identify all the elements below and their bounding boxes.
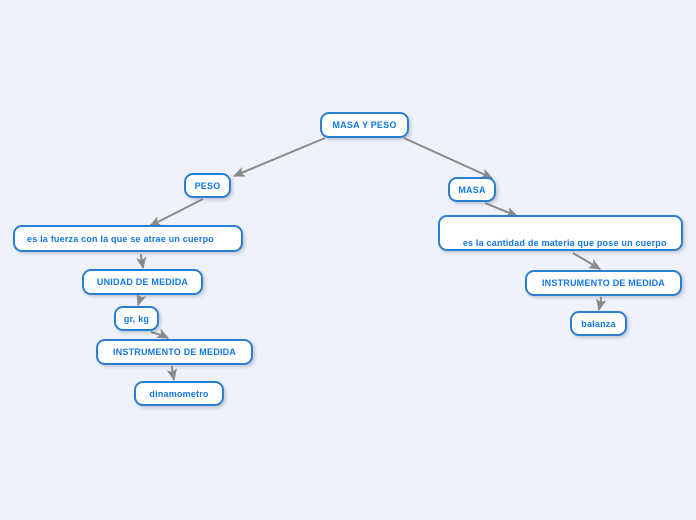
node-root-label: MASA Y PESO xyxy=(332,120,397,130)
node-masa-instrumento-label: INSTRUMENTO DE MEDIDA xyxy=(541,278,666,288)
node-peso-unidad-valor-label: gr, kg xyxy=(123,313,150,324)
node-peso[interactable]: PESO xyxy=(184,173,231,198)
node-masa-instrumento-valor-label: balanza xyxy=(581,318,616,329)
node-peso-instrumento-label: INSTRUMENTO DE MEDIDA xyxy=(112,347,237,357)
edge-root-to-masa xyxy=(403,137,494,179)
node-peso-instrumento-valor[interactable]: dinamometro xyxy=(134,381,224,406)
node-peso-unidad-de-medida[interactable]: UNIDAD DE MEDIDA xyxy=(82,269,203,295)
node-masa-definition-label: es la cantidad de materia que pose un cu… xyxy=(462,238,667,249)
node-peso-label: PESO xyxy=(194,180,221,191)
node-peso-instrumento-de-medida[interactable]: INSTRUMENTO DE MEDIDA xyxy=(96,339,253,365)
edge-root-to-peso xyxy=(232,137,326,177)
edge-definition-to-unidad xyxy=(136,253,147,270)
node-masa-label: MASA xyxy=(458,184,486,195)
edge-instrumento-to-dinamometro xyxy=(166,365,177,382)
edge-masa-instrumento-to-balanza xyxy=(596,296,607,312)
node-masa-definition[interactable]: es la cantidad de materia que pose un cu… xyxy=(438,215,683,251)
node-masa[interactable]: MASA xyxy=(448,177,496,202)
node-peso-instrumento-valor-label: dinamometro xyxy=(149,388,209,399)
node-peso-definition-label: es la fuerza con la que se atrae un cuer… xyxy=(27,233,214,244)
edge-peso-to-definition xyxy=(148,198,204,227)
edge-masa-definition-to-instrumento xyxy=(572,252,602,270)
node-root[interactable]: MASA Y PESO xyxy=(320,112,409,138)
node-peso-definition[interactable]: es la fuerza con la que se atrae un cuer… xyxy=(13,225,243,252)
node-masa-instrumento-de-medida[interactable]: INSTRUMENTO DE MEDIDA xyxy=(525,270,682,296)
node-peso-unidad-valor[interactable]: gr, kg xyxy=(114,306,159,331)
node-peso-unidad-label: UNIDAD DE MEDIDA xyxy=(96,277,189,287)
edge-unidad-to-grkg xyxy=(136,293,147,307)
edge-grkg-to-instrumento xyxy=(150,328,170,339)
node-masa-instrumento-valor[interactable]: balanza xyxy=(570,311,627,336)
